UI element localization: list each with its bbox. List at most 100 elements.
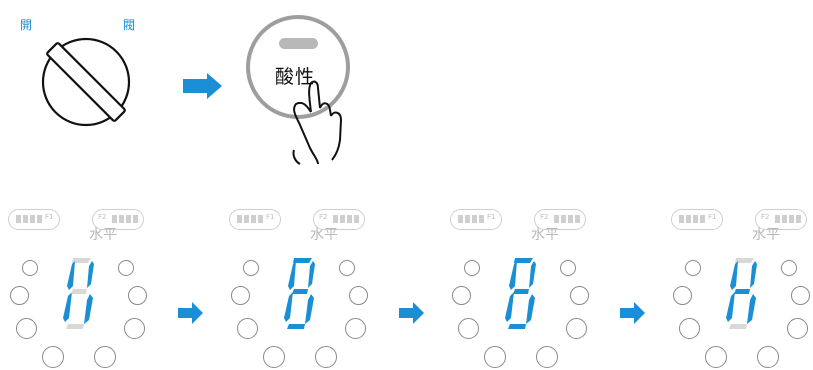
segment-d — [508, 324, 526, 329]
indicator-dot — [757, 346, 779, 368]
level-label: 水平 — [310, 227, 338, 243]
filter-indicator-right: F2 — [534, 209, 586, 230]
segment-d — [66, 324, 84, 329]
seven-segment-digit — [284, 258, 315, 329]
filter-indicator-right: F2 — [313, 209, 365, 230]
segment-c — [305, 294, 314, 324]
filter-indicator-left: F1 — [229, 209, 281, 230]
indicator-dot — [570, 286, 589, 305]
filter-tag-f1: F1 — [45, 213, 54, 221]
top-arrow — [183, 73, 222, 99]
filter-tag-f2: F2 — [540, 213, 549, 221]
indicator-dot — [339, 260, 355, 276]
indicator-dot — [263, 346, 285, 368]
segment-g — [734, 289, 750, 294]
segment-e — [505, 292, 514, 322]
filter-tag-f1: F1 — [266, 213, 275, 221]
segment-a — [514, 258, 533, 263]
indicator-dot — [673, 286, 692, 305]
indicator-dot — [484, 346, 506, 368]
level-label: 水平 — [752, 227, 780, 243]
indicator-dot — [94, 346, 116, 368]
filter-indicator-left: F1 — [8, 209, 60, 230]
indicator-dot — [536, 346, 558, 368]
segment-f — [509, 261, 517, 290]
arrow-2 — [399, 302, 424, 324]
filter-indicator-right: F2 — [92, 209, 144, 230]
segment-g — [71, 289, 87, 294]
segment-a — [72, 258, 91, 263]
indicator-dot — [705, 346, 727, 368]
display-panel: F1 F2 水平 — [450, 200, 640, 370]
segment-e — [726, 292, 735, 322]
seven-segment-digit — [63, 258, 94, 329]
indicator-dot — [781, 260, 797, 276]
indicator-dot — [22, 260, 38, 276]
indicator-dot — [231, 286, 250, 305]
filter-indicator-right: F2 — [755, 209, 807, 230]
filter-tag-f2: F2 — [761, 213, 770, 221]
display-panel: F1 F2 水平 — [671, 200, 813, 370]
segment-f — [730, 261, 738, 290]
seven-segment-digit — [726, 258, 757, 329]
indicator-dot — [560, 260, 576, 276]
segment-c — [526, 294, 535, 324]
filter-tag-f2: F2 — [319, 213, 328, 221]
indicator-dot — [452, 286, 471, 305]
segment-c — [747, 294, 756, 324]
indicator-dot — [124, 318, 145, 339]
segment-g — [513, 289, 529, 294]
segment-b — [750, 261, 757, 288]
acid-button-label: 酸性 — [275, 66, 316, 88]
segment-e — [284, 292, 293, 322]
segment-a — [735, 258, 754, 263]
level-label: 水平 — [531, 227, 559, 243]
rotary-knob[interactable] — [41, 37, 131, 127]
indicator-dot — [16, 318, 37, 339]
level-label: 水平 — [89, 227, 117, 243]
indicator-dot — [315, 346, 337, 368]
indicator-dot — [458, 318, 479, 339]
segment-c — [84, 294, 93, 324]
indicator-dot — [787, 318, 808, 339]
segment-a — [293, 258, 312, 263]
indicator-dot — [237, 318, 258, 339]
filter-tag-f2: F2 — [98, 213, 107, 221]
segment-f — [67, 261, 75, 290]
display-panel: F1 F2 水平 — [229, 200, 419, 370]
segment-f — [288, 261, 296, 290]
filter-indicator-left: F1 — [450, 209, 502, 230]
indicator-dot — [128, 286, 147, 305]
indicator-dot — [42, 346, 64, 368]
segment-g — [292, 289, 308, 294]
arrow-3 — [620, 302, 645, 324]
hand-pointer-icon — [292, 80, 343, 165]
segment-d — [287, 324, 305, 329]
label-open: 開 — [20, 18, 33, 32]
indicator-dot — [791, 286, 810, 305]
seven-segment-digit — [505, 258, 536, 329]
acid-button[interactable] — [246, 15, 350, 119]
arrow-1 — [178, 302, 203, 324]
indicator-dot — [566, 318, 587, 339]
segment-b — [87, 261, 94, 288]
segment-e — [63, 292, 72, 322]
indicator-dot — [464, 260, 480, 276]
filter-tag-f1: F1 — [487, 213, 496, 221]
indicator-dot — [10, 286, 29, 305]
indicator-dot — [345, 318, 366, 339]
segment-b — [529, 261, 536, 288]
indicator-dot — [685, 260, 701, 276]
filter-tag-f1: F1 — [708, 213, 717, 221]
display-panel: F1 F2 水平 — [8, 200, 198, 370]
indicator-dot — [679, 318, 700, 339]
label-valve: 閥 — [123, 18, 136, 32]
filter-indicator-left: F1 — [671, 209, 723, 230]
indicator-dot — [243, 260, 259, 276]
segment-b — [308, 261, 315, 288]
segment-d — [729, 324, 747, 329]
indicator-dot — [118, 260, 134, 276]
indicator-dot — [349, 286, 368, 305]
